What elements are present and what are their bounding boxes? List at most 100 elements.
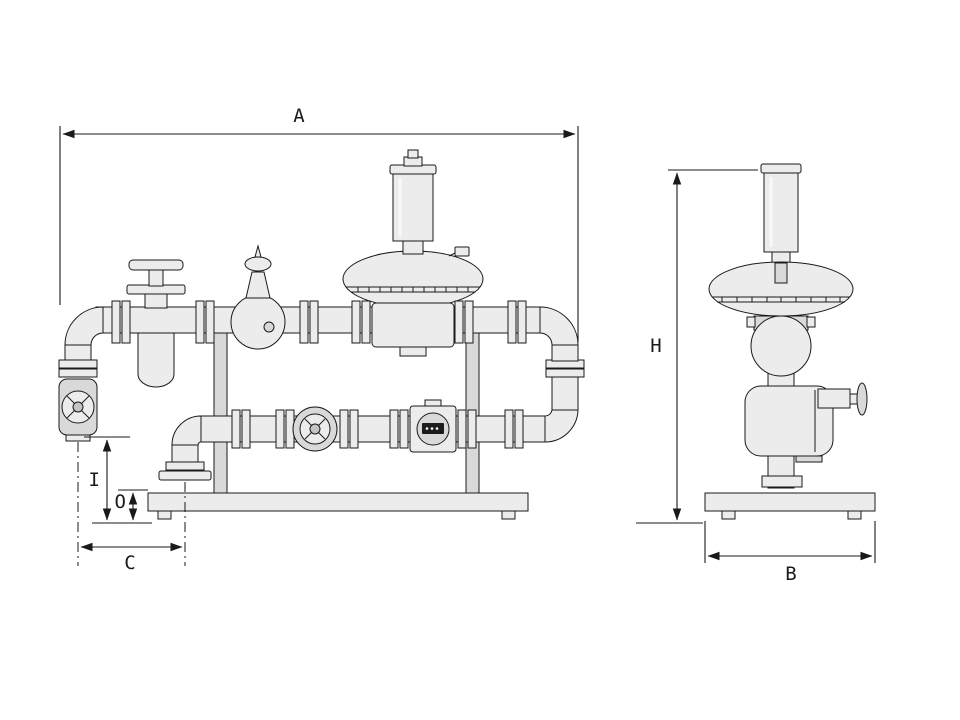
- base-beam: [147, 492, 529, 512]
- pipe-segment: [551, 344, 579, 362]
- base-beam: [704, 492, 876, 512]
- regulator-diaphragm-dome: [342, 250, 484, 308]
- flange: [165, 461, 205, 471]
- flange: [504, 409, 514, 449]
- base-foot: [721, 510, 736, 520]
- outlet-elbow: [539, 306, 579, 346]
- valve-port: [263, 321, 275, 333]
- flange: [309, 300, 319, 344]
- pilot-stem: [774, 262, 788, 284]
- flange: [507, 300, 517, 344]
- side-diaphragm-dome: [708, 261, 854, 317]
- flange: [58, 359, 98, 369]
- regulator-body: [371, 302, 455, 348]
- inlet-stub: [64, 344, 92, 361]
- outlet-stub: [171, 444, 199, 463]
- base-foot: [501, 510, 516, 520]
- outlet-riser: [545, 344, 585, 411]
- side-base-frame: [704, 492, 876, 520]
- impeller-hub: [72, 401, 84, 413]
- base-frame: [147, 492, 529, 520]
- inlet-flow-indicator: [58, 378, 98, 442]
- base-foot: [847, 510, 862, 520]
- flange: [454, 300, 464, 344]
- can-stub: [771, 251, 791, 264]
- adjuster-cap: [407, 149, 419, 159]
- flange: [205, 300, 215, 344]
- spring-can-cap: [760, 163, 802, 174]
- flange: [467, 409, 477, 449]
- flange: [121, 300, 131, 344]
- valve-body: [750, 315, 812, 377]
- flange: [457, 409, 467, 449]
- dim-overall-height: H: [636, 169, 758, 524]
- lower-pipe-run: [158, 399, 579, 481]
- meter-digit: [425, 427, 429, 430]
- dim-inlet-offset: C: [77, 442, 186, 574]
- side-view: H: [636, 163, 876, 585]
- shutoff-valve: [195, 244, 319, 350]
- meter-digit: [435, 427, 439, 430]
- outlet-flange: [158, 470, 212, 481]
- strainer-pot: [137, 332, 175, 388]
- flange: [275, 409, 285, 449]
- dim-label-H: H: [650, 335, 661, 357]
- side-arm: [817, 388, 851, 409]
- side-valve-body: [746, 315, 816, 377]
- side-meter-body: [744, 382, 868, 463]
- pipe-segment: [198, 415, 547, 443]
- side-spring-can: [760, 163, 802, 264]
- regulator-drain: [399, 346, 427, 357]
- flange: [339, 409, 349, 449]
- flange: [351, 300, 361, 344]
- strainer-cap: [128, 259, 184, 271]
- flange: [399, 409, 409, 449]
- valve-stem-tip: [254, 244, 262, 258]
- meter-digit: [430, 427, 434, 430]
- flange: [545, 368, 585, 378]
- flange: [464, 300, 474, 344]
- flange: [361, 300, 371, 344]
- dim-inlet-height: I: [84, 436, 130, 521]
- flow-sight-glass: [275, 406, 359, 452]
- spring-can: [763, 171, 799, 253]
- dim-label-B: B: [785, 563, 796, 585]
- valve-knob: [244, 256, 272, 272]
- flange: [58, 368, 98, 378]
- inlet-elbow: [64, 306, 104, 346]
- strainer: [126, 259, 186, 388]
- flange: [299, 300, 309, 344]
- meter-housing: [744, 385, 834, 457]
- flange: [389, 409, 399, 449]
- bottom-flange: [65, 434, 91, 442]
- flange: [111, 300, 121, 344]
- dim-base-depth: B: [704, 521, 876, 585]
- dim-label-I: I: [89, 469, 100, 491]
- flange: [231, 409, 241, 449]
- handwheel-edge: [856, 382, 868, 416]
- vent-fitting: [454, 246, 470, 257]
- side-bottom-flange: [761, 475, 803, 488]
- flange: [195, 300, 205, 344]
- flange: [514, 409, 524, 449]
- dim-label-O: O: [115, 491, 126, 513]
- bonnet-bolt: [746, 316, 756, 328]
- dome-bolts: [357, 287, 469, 292]
- support-column: [213, 332, 228, 494]
- flange: [241, 409, 251, 449]
- flange: [517, 300, 527, 344]
- front-view: A: [58, 105, 585, 574]
- pipe-segment: [551, 375, 579, 411]
- spring-can-neck: [402, 239, 424, 255]
- housing-step: [795, 455, 823, 463]
- pressure-regulator: [342, 149, 484, 357]
- riser-elbow-lower: [544, 408, 579, 443]
- valve-body: [230, 294, 286, 350]
- outlet-elbow-down: [171, 415, 202, 446]
- dim-label-A: A: [293, 105, 305, 127]
- valve-bonnet: [245, 271, 271, 299]
- base-foot: [157, 510, 172, 520]
- strainer-stem: [148, 267, 164, 287]
